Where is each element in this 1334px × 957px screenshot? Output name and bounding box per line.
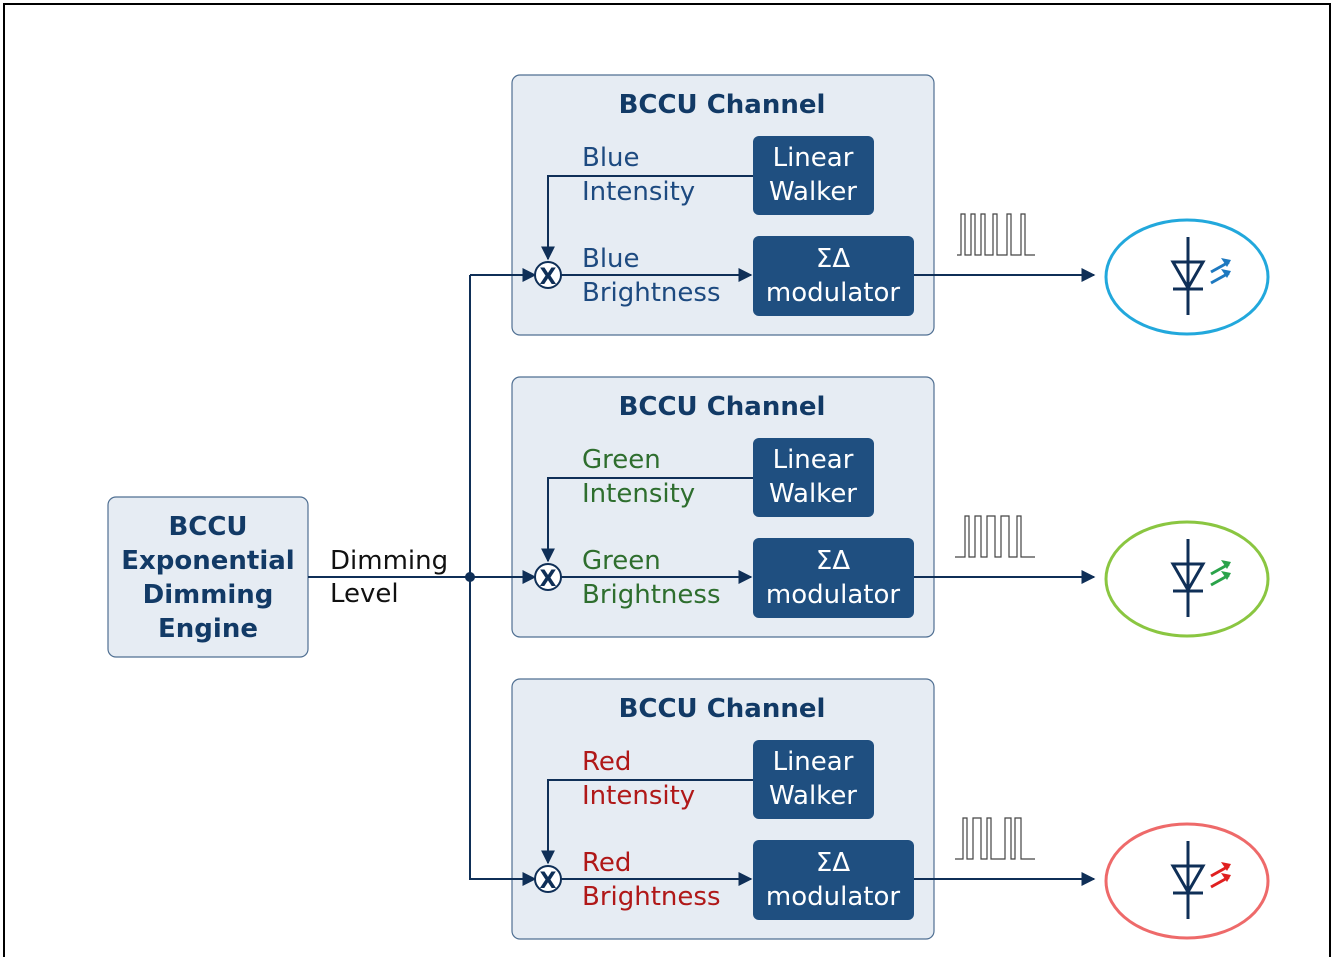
exponential-dimming-engine-block: BCCU Exponential Dimming Engine xyxy=(107,496,309,658)
brightness-label-line-1: Blue xyxy=(582,244,640,274)
intensity-label-line-1: Green xyxy=(582,445,661,475)
intensity-label-line-2: Intensity xyxy=(582,781,695,811)
light-ray-2-head xyxy=(1221,873,1231,882)
intensity-label-line-2: Intensity xyxy=(582,177,695,207)
modulator-label-line-1: ΣΔ xyxy=(816,546,850,576)
channel-title: BCCU Channel xyxy=(619,694,826,724)
engine-label-line-4: Engine xyxy=(158,614,258,644)
linear-walker-block xyxy=(753,740,874,819)
diode-triangle xyxy=(1170,562,1206,594)
linear-walker-block xyxy=(753,136,874,215)
bccu-channel-blue: BCCU ChannelLinearWalkerΣΔmodulatorBlueI… xyxy=(470,74,1270,336)
dimming-level-line-2: Level xyxy=(330,579,399,609)
pulse-train-icon xyxy=(955,515,1035,558)
engine-label-line-3: Dimming xyxy=(143,580,274,610)
linear-walker-label-line-2: Walker xyxy=(769,177,857,207)
pulse-train-icon xyxy=(957,213,1035,256)
multiplier-symbol: X xyxy=(540,567,557,592)
light-ray-1-head xyxy=(1221,862,1231,871)
light-ray-2-head xyxy=(1221,269,1231,278)
dimming-level-line-1: Dimming xyxy=(330,546,448,576)
linear-walker-label-line-1: Linear xyxy=(773,747,854,777)
sigma-delta-modulator-block xyxy=(753,840,914,920)
led-icon xyxy=(1104,520,1270,638)
led-icon xyxy=(1104,822,1270,940)
led-icon xyxy=(1104,218,1270,336)
modulator-label-line-2: modulator xyxy=(766,580,900,610)
brightness-label-line-2: Brightness xyxy=(582,278,721,308)
figure-frame xyxy=(3,3,1331,957)
sigma-delta-modulator-block xyxy=(753,538,914,618)
intensity-feed-line xyxy=(541,175,753,261)
intensity-label-line-1: Blue xyxy=(582,143,640,173)
multiplier-symbol: X xyxy=(540,869,557,894)
linear-walker-label-line-1: Linear xyxy=(773,445,854,475)
engine-label-line-1: BCCU xyxy=(168,512,247,542)
engine-label-line-2: Exponential xyxy=(121,546,294,576)
multiplier-symbol: X xyxy=(540,265,557,290)
intensity-label-line-2: Intensity xyxy=(582,479,695,509)
brightness-label-line-1: Green xyxy=(582,546,661,576)
channel-title: BCCU Channel xyxy=(619,90,826,120)
light-ray-2-head xyxy=(1221,571,1231,580)
diode-triangle xyxy=(1170,864,1206,896)
light-ray-1-head xyxy=(1221,560,1231,569)
dimming-level-label: Dimming Level xyxy=(330,546,448,609)
linear-walker-label-line-1: Linear xyxy=(773,143,854,173)
brightness-label-line-1: Red xyxy=(582,848,631,878)
dimming-level-bus xyxy=(308,275,475,880)
diode-triangle xyxy=(1170,260,1206,292)
channel-title: BCCU Channel xyxy=(619,392,826,422)
intensity-label-line-1: Red xyxy=(582,747,631,777)
pulse-train-icon xyxy=(955,817,1035,860)
modulator-label-line-1: ΣΔ xyxy=(816,848,850,878)
brightness-label-line-2: Brightness xyxy=(582,580,721,610)
light-ray-1-head xyxy=(1221,258,1231,267)
intensity-feed-line xyxy=(541,779,753,865)
bccu-channel-red: BCCU ChannelLinearWalkerΣΔmodulatorRedIn… xyxy=(470,678,1270,940)
modulator-label-line-2: modulator xyxy=(766,278,900,308)
intensity-feed-line xyxy=(541,477,753,563)
modulator-label-line-2: modulator xyxy=(766,882,900,912)
linear-walker-label-line-2: Walker xyxy=(769,781,857,811)
modulator-label-line-1: ΣΔ xyxy=(816,244,850,274)
brightness-label-line-2: Brightness xyxy=(582,882,721,912)
sigma-delta-modulator-block xyxy=(753,236,914,316)
linear-walker-block xyxy=(753,438,874,517)
linear-walker-label-line-2: Walker xyxy=(769,479,857,509)
